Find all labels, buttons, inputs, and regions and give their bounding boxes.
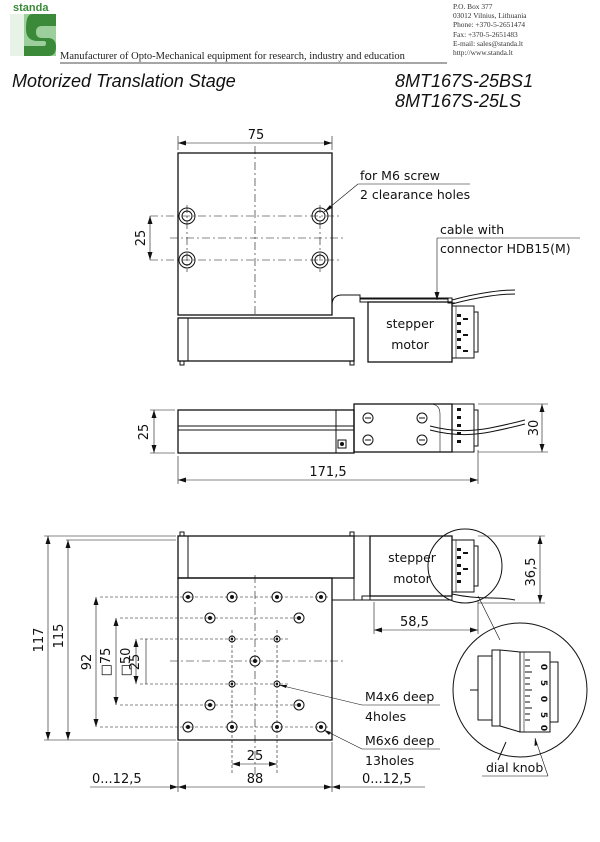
dial-mark-2: 0 [538,696,548,702]
dim-88: 88 [247,772,264,787]
note-cable-line2: connector HDB15(M) [440,241,571,256]
motor-label-bottom-1: stepper [388,550,437,565]
dial-ticks [525,659,532,721]
m6-hole [226,721,238,733]
contact-website[interactable]: http://www.standa.lt [453,48,513,58]
clearance-hole [178,251,196,269]
dial-mark-4: 0 [538,725,548,731]
stepper-motor-bottom: stepper motor [332,535,516,601]
dim-square-50: □50 [119,648,134,677]
clearance-hole [178,207,196,225]
contact-block: P.O. Box 377 03012 Vilnius, Lithuania Ph… [453,2,527,57]
dial-mark-0: 0 [538,664,548,670]
m4-hole [273,635,281,643]
model-numbers: 8MT167S-25BS1 8MT167S-25LS [395,71,533,111]
motor-label-top-2: motor [391,337,429,352]
carriage-top [177,317,355,362]
m4-hole [228,680,236,688]
note-m6-line1: M6x6 deep [365,733,434,748]
dim-117: 117 [32,628,47,653]
dim-25-horizontal: 25 [247,749,264,764]
note-m6-line2: 13holes [365,753,414,768]
contact-address: P.O. Box 377 [453,2,493,11]
m6-hole [293,699,305,711]
dial-scale [457,314,468,352]
logo-text: standa [13,2,49,14]
dim-motor-height-30: 30 [527,420,542,437]
dim-hole-spacing-25: 25 [134,230,149,247]
dial-mark-1: 5 [538,680,548,686]
m6-hole [249,655,261,667]
m6-hole [315,721,327,733]
stepper-motor-top: stepper motor [331,289,516,363]
travel-range-left: 0...12,5 [92,772,142,787]
carriage-bottom [177,535,355,579]
company-tagline: Manufacturer of Opto-Mechanical equipmen… [60,51,405,62]
dim-square-75: □75 [99,648,114,677]
contact-fax: Fax: +370-5-2651483 [453,29,518,39]
note-m4-line2: 4holes [365,709,406,724]
stage-side-body [177,409,355,454]
contact-email[interactable]: E-mail: sales@standa.lt [453,38,524,48]
contact-phone: Phone: +370-5-2651474 [453,20,526,30]
contact-city: 03012 Vilnius, Lithuania [453,11,527,21]
dim-width-75: 75 [248,128,265,143]
bottom-view: stepper motor 117 115 92 [32,528,545,792]
m6-hole [271,721,283,733]
side-view: 25 30 171,5 [137,403,548,484]
m6-hole [271,591,283,603]
model-number-bs1: 8MT167S-25BS1 [395,71,534,91]
m6-hole [204,699,216,711]
model-number-ls: 8MT167S-25LS [395,91,522,111]
company-logo: standa [10,2,56,56]
dial-detail-view: 0 5 0 5 0 dial knob [452,622,588,777]
m4-hole [273,680,281,688]
travel-range-right: 0...12,5 [362,772,412,787]
dim-92: 92 [80,654,95,671]
note-screw-line1: for M6 screw [360,168,440,183]
note-screw-line2: 2 clearance holes [360,187,470,202]
note-m4-line1: M4x6 deep [365,689,434,704]
product-title: Motorized Translation Stage [12,71,236,91]
dim-side-height-25: 25 [137,424,152,441]
dim-58-5: 58,5 [400,615,429,630]
top-view: 75 25 for M6 screw 2 clearance holes cab… [134,128,580,366]
m6-hole [182,721,194,733]
stepper-motor-side [353,403,526,453]
dim-36-5: 36,5 [524,558,539,587]
note-cable-line1: cable with [440,222,504,237]
m6-hole [204,612,216,624]
dim-115: 115 [52,624,67,649]
header-rule [60,62,447,64]
dim-25-vertical: 25 [128,654,143,671]
detail-callout-circle [427,528,503,604]
motor-label-bottom-2: motor [393,571,431,586]
m6-hole [182,591,194,603]
m6-hole [315,591,327,603]
clearance-hole [311,251,329,269]
motor-label-top-1: stepper [386,316,435,331]
clearance-hole [311,207,329,225]
dial-mark-3: 5 [538,712,548,718]
dial-knob-label: dial knob [486,760,543,775]
dim-length-171-5: 171,5 [309,465,346,480]
m4-hole [228,635,236,643]
m6-hole [226,591,238,603]
m6-hole [293,612,305,624]
